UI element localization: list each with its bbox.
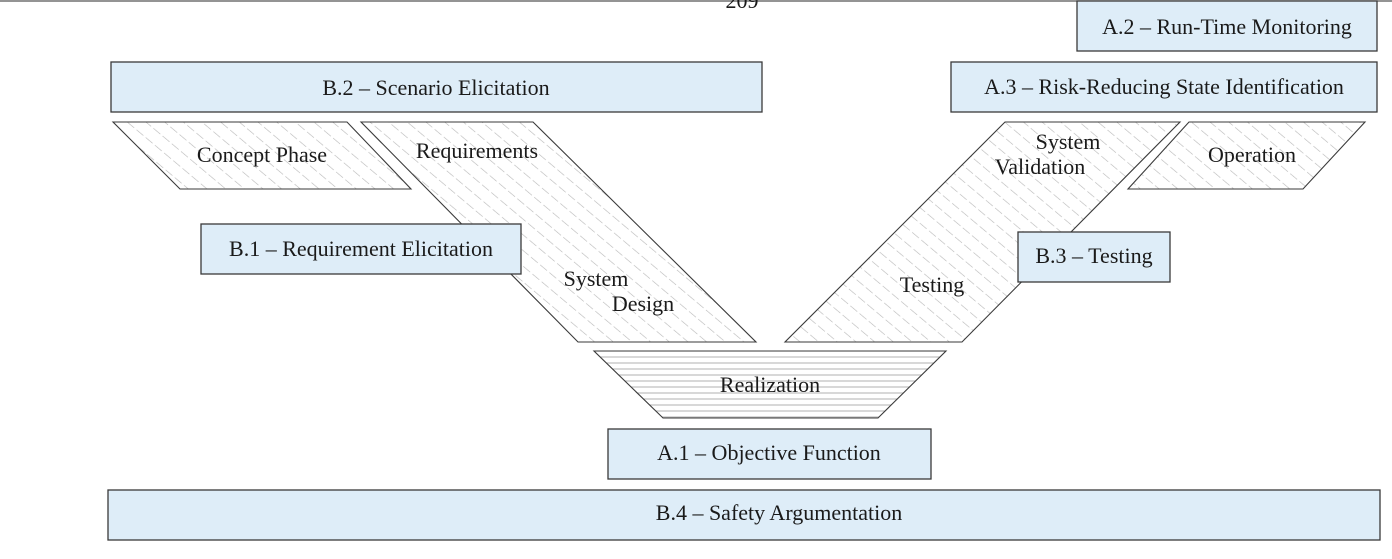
- box-b4-label: B.4 – Safety Argumentation: [656, 500, 902, 525]
- box-b4-safety-argumentation: B.4 – Safety Argumentation: [107, 489, 1381, 541]
- system-validation-label-line1: System: [1036, 129, 1101, 154]
- box-a3-risk-reducing-state-identification: A.3 – Risk-Reducing State Identification: [950, 61, 1378, 113]
- testing-label: Testing: [900, 272, 964, 297]
- system-design-label-line2: Design: [612, 291, 674, 316]
- box-a2-label: A.2 – Run-Time Monitoring: [1102, 14, 1352, 39]
- testing-validation-shape: [783, 121, 1182, 343]
- box-b2-label: B.2 – Scenario Elicitation: [322, 75, 549, 100]
- realization-label: Realization: [720, 372, 820, 397]
- box-a2-run-time-monitoring: A.2 – Run-Time Monitoring: [1076, 0, 1378, 52]
- operation-shape: [1126, 121, 1367, 190]
- concept-phase-shape: [111, 121, 413, 190]
- box-a1-objective-function: A.1 – Objective Function: [607, 428, 932, 480]
- concept-phase-label: Concept Phase: [197, 142, 327, 167]
- realization-shape: [592, 350, 948, 419]
- box-a3-label: A.3 – Risk-Reducing State Identification: [984, 74, 1344, 99]
- system-validation-label-line2: Validation: [995, 154, 1085, 179]
- operation-label: Operation: [1208, 142, 1296, 167]
- page-number: 209: [726, 0, 759, 13]
- box-a1-label: A.1 – Objective Function: [657, 440, 881, 465]
- box-b3-testing: B.3 – Testing: [1017, 231, 1171, 283]
- system-design-label-line1: System: [564, 266, 629, 291]
- box-b3-label: B.3 – Testing: [1035, 243, 1152, 268]
- box-b1-requirement-elicitation: B.1 – Requirement Elicitation: [200, 223, 522, 275]
- box-b1-label: B.1 – Requirement Elicitation: [229, 236, 493, 261]
- box-b2-scenario-elicitation: B.2 – Scenario Elicitation: [110, 61, 763, 113]
- requirements-label: Requirements: [416, 138, 538, 163]
